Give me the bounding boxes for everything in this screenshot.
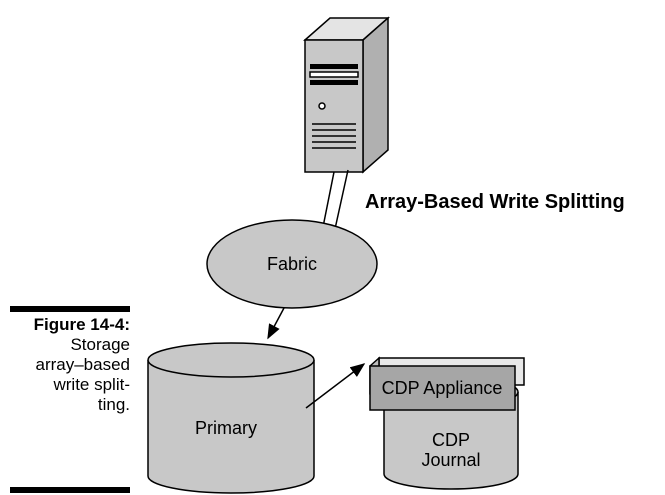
primary-to-appliance-arrow	[305, 363, 366, 409]
figure-caption: Figure 14-4: Storage array–based write s…	[0, 315, 130, 415]
caption-bottom-rule	[10, 487, 130, 493]
caption-line-3: write split-	[53, 375, 130, 394]
server-icon	[303, 16, 390, 174]
cdp-journal-label-line1: CDP	[432, 430, 470, 450]
figure-number: Figure 14-4:	[33, 315, 130, 334]
caption-line-2: array–based	[35, 355, 130, 374]
primary-label: Primary	[195, 418, 257, 438]
fabric-label: Fabric	[267, 254, 317, 274]
diagram-heading: Array-Based Write Splitting	[365, 191, 625, 213]
caption-line-1: Storage	[70, 335, 130, 354]
fabric-node	[206, 219, 378, 309]
cdp-journal-label-line2: Journal	[421, 450, 480, 470]
primary-storage-cylinder	[147, 342, 315, 494]
caption-line-4: ting.	[97, 395, 130, 414]
fabric-to-primary-arrow	[267, 307, 285, 340]
caption-top-rule	[10, 306, 130, 312]
cdp-appliance-label: CDP Appliance	[382, 378, 503, 398]
cdp-appliance-box	[369, 356, 525, 411]
